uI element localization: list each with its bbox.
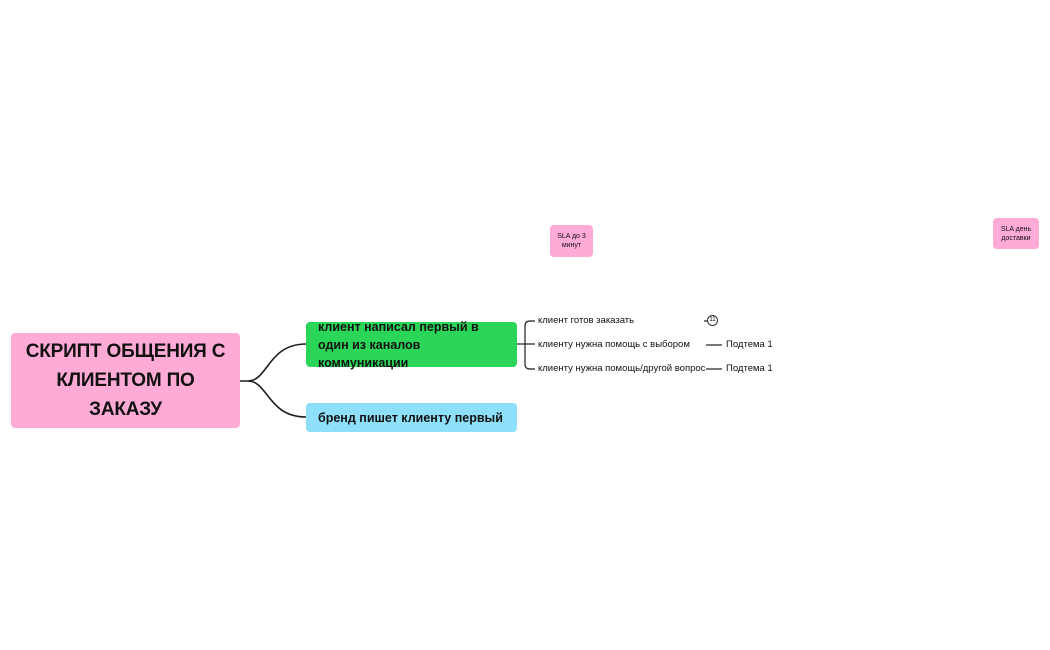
root-topic-label: СКРИПТ ОБЩЕНИЯ С КЛИЕНТОМ ПО ЗАКАЗУ [25, 341, 226, 420]
subtopic-1[interactable]: Подтема 1 [726, 339, 773, 351]
sticky-note-sla-3-min[interactable]: SLA до 3 минут [550, 225, 593, 257]
root-topic[interactable]: СКРИПТ ОБЩЕНИЯ С КЛИЕНТОМ ПО ЗАКАЗУ [11, 333, 240, 428]
branch-label: бренд пишет клиенту первый [318, 410, 503, 425]
leaf-help-with-choice[interactable]: клиенту нужна помощь с выбором [538, 339, 690, 351]
leaf-label: клиент готов заказать [538, 315, 635, 326]
subtopic-label: Подтема 1 [726, 339, 773, 350]
sticky-note-label: SLA до 3 минут [557, 233, 586, 249]
leaf-label: клиенту нужна помощь с выбором [538, 339, 690, 350]
leaf-label: клиенту нужна помощь/другой вопрос [538, 363, 706, 374]
sticky-note-sla-delivery-day[interactable]: SLA день доставки [993, 218, 1039, 249]
sticky-note-label: SLA день доставки [1000, 225, 1032, 242]
branch-brand-writes-first[interactable]: бренд пишет клиенту первый [306, 403, 517, 432]
connector-leaf-3 [524, 344, 535, 370]
subtopic-2[interactable]: Подтема 1 [726, 363, 773, 375]
branch-label: клиент написал первый в один из каналов … [318, 319, 479, 370]
leaf-client-ready-to-order[interactable]: клиент готов заказать [538, 315, 634, 327]
connector-root-blue [247, 380, 307, 418]
branch-client-wrote-first[interactable]: клиент написал первый в один из каналов … [306, 320, 517, 370]
connector-leaf-1 [524, 320, 535, 344]
subtopic-label: Подтема 1 [726, 363, 773, 374]
collapsed-count-badge[interactable]: 11 [707, 315, 718, 326]
leaf-help-other-question[interactable]: клиенту нужна помощь/другой вопрос [538, 363, 705, 375]
collapsed-count: 11 [709, 317, 716, 323]
connector-root-green [240, 343, 307, 382]
